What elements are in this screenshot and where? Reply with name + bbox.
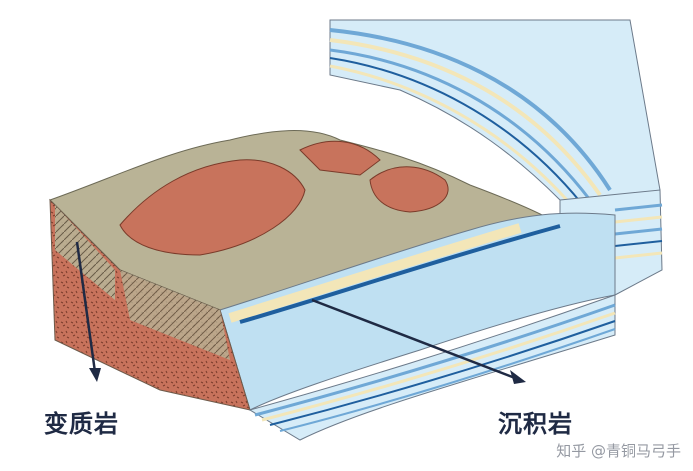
left-block [49, 198, 251, 411]
label-sedimentary-rock: 沉积岩 [498, 410, 573, 438]
arrow-sedimentary [311, 298, 526, 384]
label-metamorphic-rock: 变质岩 [44, 410, 119, 438]
back-cliff [329, 19, 661, 216]
river-valley [219, 212, 616, 411]
front-sediment-layers [248, 294, 616, 441]
arrow-metamorphic [75, 241, 101, 382]
watermark-text: 知乎 @青铜马弓手 [556, 442, 681, 460]
